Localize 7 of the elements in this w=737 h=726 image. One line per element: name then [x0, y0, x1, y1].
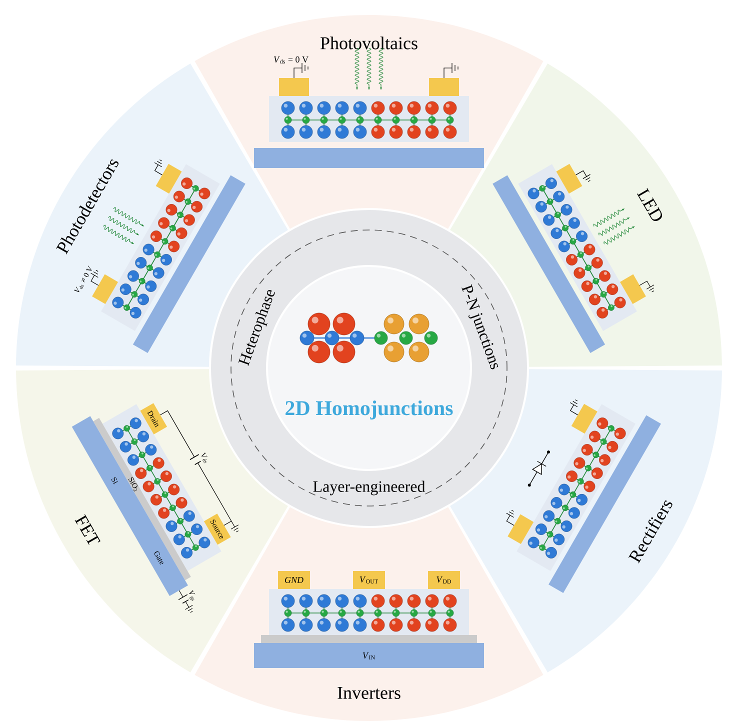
electrode-pad: GND	[278, 570, 310, 589]
electrode-pad: V$_{DD}$	[428, 570, 460, 589]
voltage-label: V$_{IN}$	[362, 652, 375, 660]
electrode-pad: V$_{OUT}$	[353, 570, 385, 589]
voltage-label: V$_{ds}$ = 0 V	[274, 56, 308, 64]
ring-label: Layer-engineered	[313, 480, 426, 496]
title-text: 2D Homojunctions	[286, 400, 453, 420]
